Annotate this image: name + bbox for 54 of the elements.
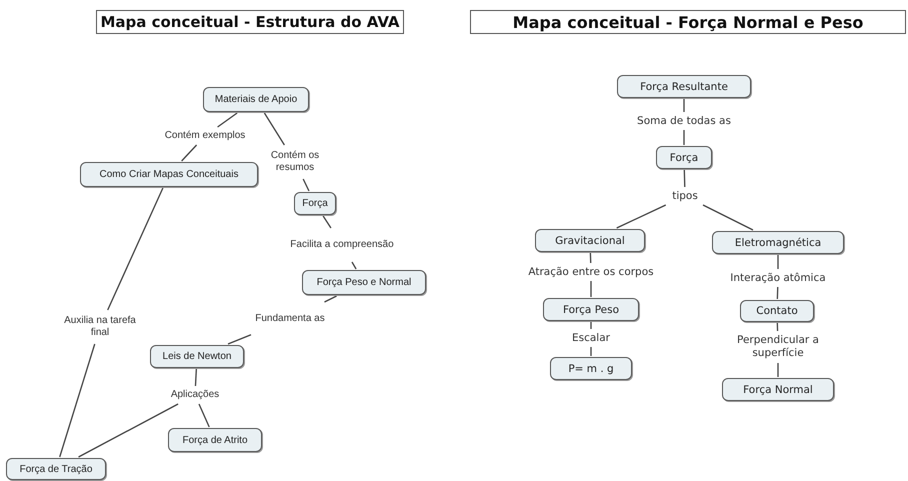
linking-phrase: Fundamenta as xyxy=(252,303,328,335)
linking-phrase: Aplicações xyxy=(162,387,228,403)
concept-box: Força xyxy=(656,146,712,169)
connector-line xyxy=(776,286,778,300)
connector-line xyxy=(324,295,337,303)
linking-phrase: Atração entre os corpos xyxy=(502,264,680,280)
concept-box: Leis de Newton xyxy=(150,345,244,368)
connector-line xyxy=(590,252,592,264)
connector-line xyxy=(78,403,178,458)
linking-phrase: Contém exemplos xyxy=(150,128,260,144)
concept-box: Gravitacional xyxy=(535,229,645,252)
connector-line xyxy=(616,204,666,229)
connector-line xyxy=(59,344,96,458)
linking-phrase: Facilita a compreensão xyxy=(290,229,394,261)
connector-line xyxy=(322,216,332,228)
concept-box: Força de Tração xyxy=(6,458,106,480)
connector-line xyxy=(302,178,310,192)
concept-box: Força de Atrito xyxy=(168,428,262,452)
linking-phrase: Escalar xyxy=(560,330,622,346)
connector-line xyxy=(777,255,779,269)
connector-line xyxy=(351,262,357,270)
connector-line xyxy=(198,404,210,428)
linking-phrase: Auxilia na tarefa final xyxy=(64,311,136,343)
connector-line xyxy=(181,144,198,162)
concept-box: Força Resultante xyxy=(617,75,751,98)
linking-phrase: tipos xyxy=(664,188,706,204)
connector-line xyxy=(777,363,779,377)
concept-box: Contato xyxy=(740,300,814,322)
connector-line xyxy=(228,334,252,345)
concept-box: Força Peso e Normal xyxy=(302,270,426,295)
linking-phrase: Contém os resumos xyxy=(262,146,328,178)
connector-line xyxy=(590,281,592,297)
concept-box: Força Normal xyxy=(722,378,834,401)
map-title: Mapa conceitual - Força Normal e Peso xyxy=(470,10,906,34)
linking-phrase: Perpendicular a superfície xyxy=(720,332,836,362)
concept-box: Força Peso xyxy=(543,298,639,321)
connector-line xyxy=(776,322,778,332)
concept-box: Força xyxy=(294,192,336,215)
connector-line xyxy=(683,99,685,112)
concept-box: Eletromagnética xyxy=(712,231,844,254)
connector-line xyxy=(590,347,592,356)
connector-line xyxy=(702,204,754,231)
concept-box: Materiais de Apoio xyxy=(203,87,309,112)
connector-line xyxy=(683,130,685,145)
connector-line xyxy=(194,368,197,386)
map-title: Mapa conceitual - Estrutura do AVA xyxy=(96,10,404,34)
connector-line xyxy=(684,170,686,188)
linking-phrase: Soma de todas as xyxy=(614,113,754,129)
connector-line xyxy=(107,188,164,310)
connector-line xyxy=(264,112,285,146)
concept-box: P= m . g xyxy=(550,357,632,380)
concept-box: Como Criar Mapas Conceituais xyxy=(80,162,258,187)
connector-line xyxy=(217,112,238,128)
linking-phrase: Interação atômica xyxy=(708,270,848,286)
